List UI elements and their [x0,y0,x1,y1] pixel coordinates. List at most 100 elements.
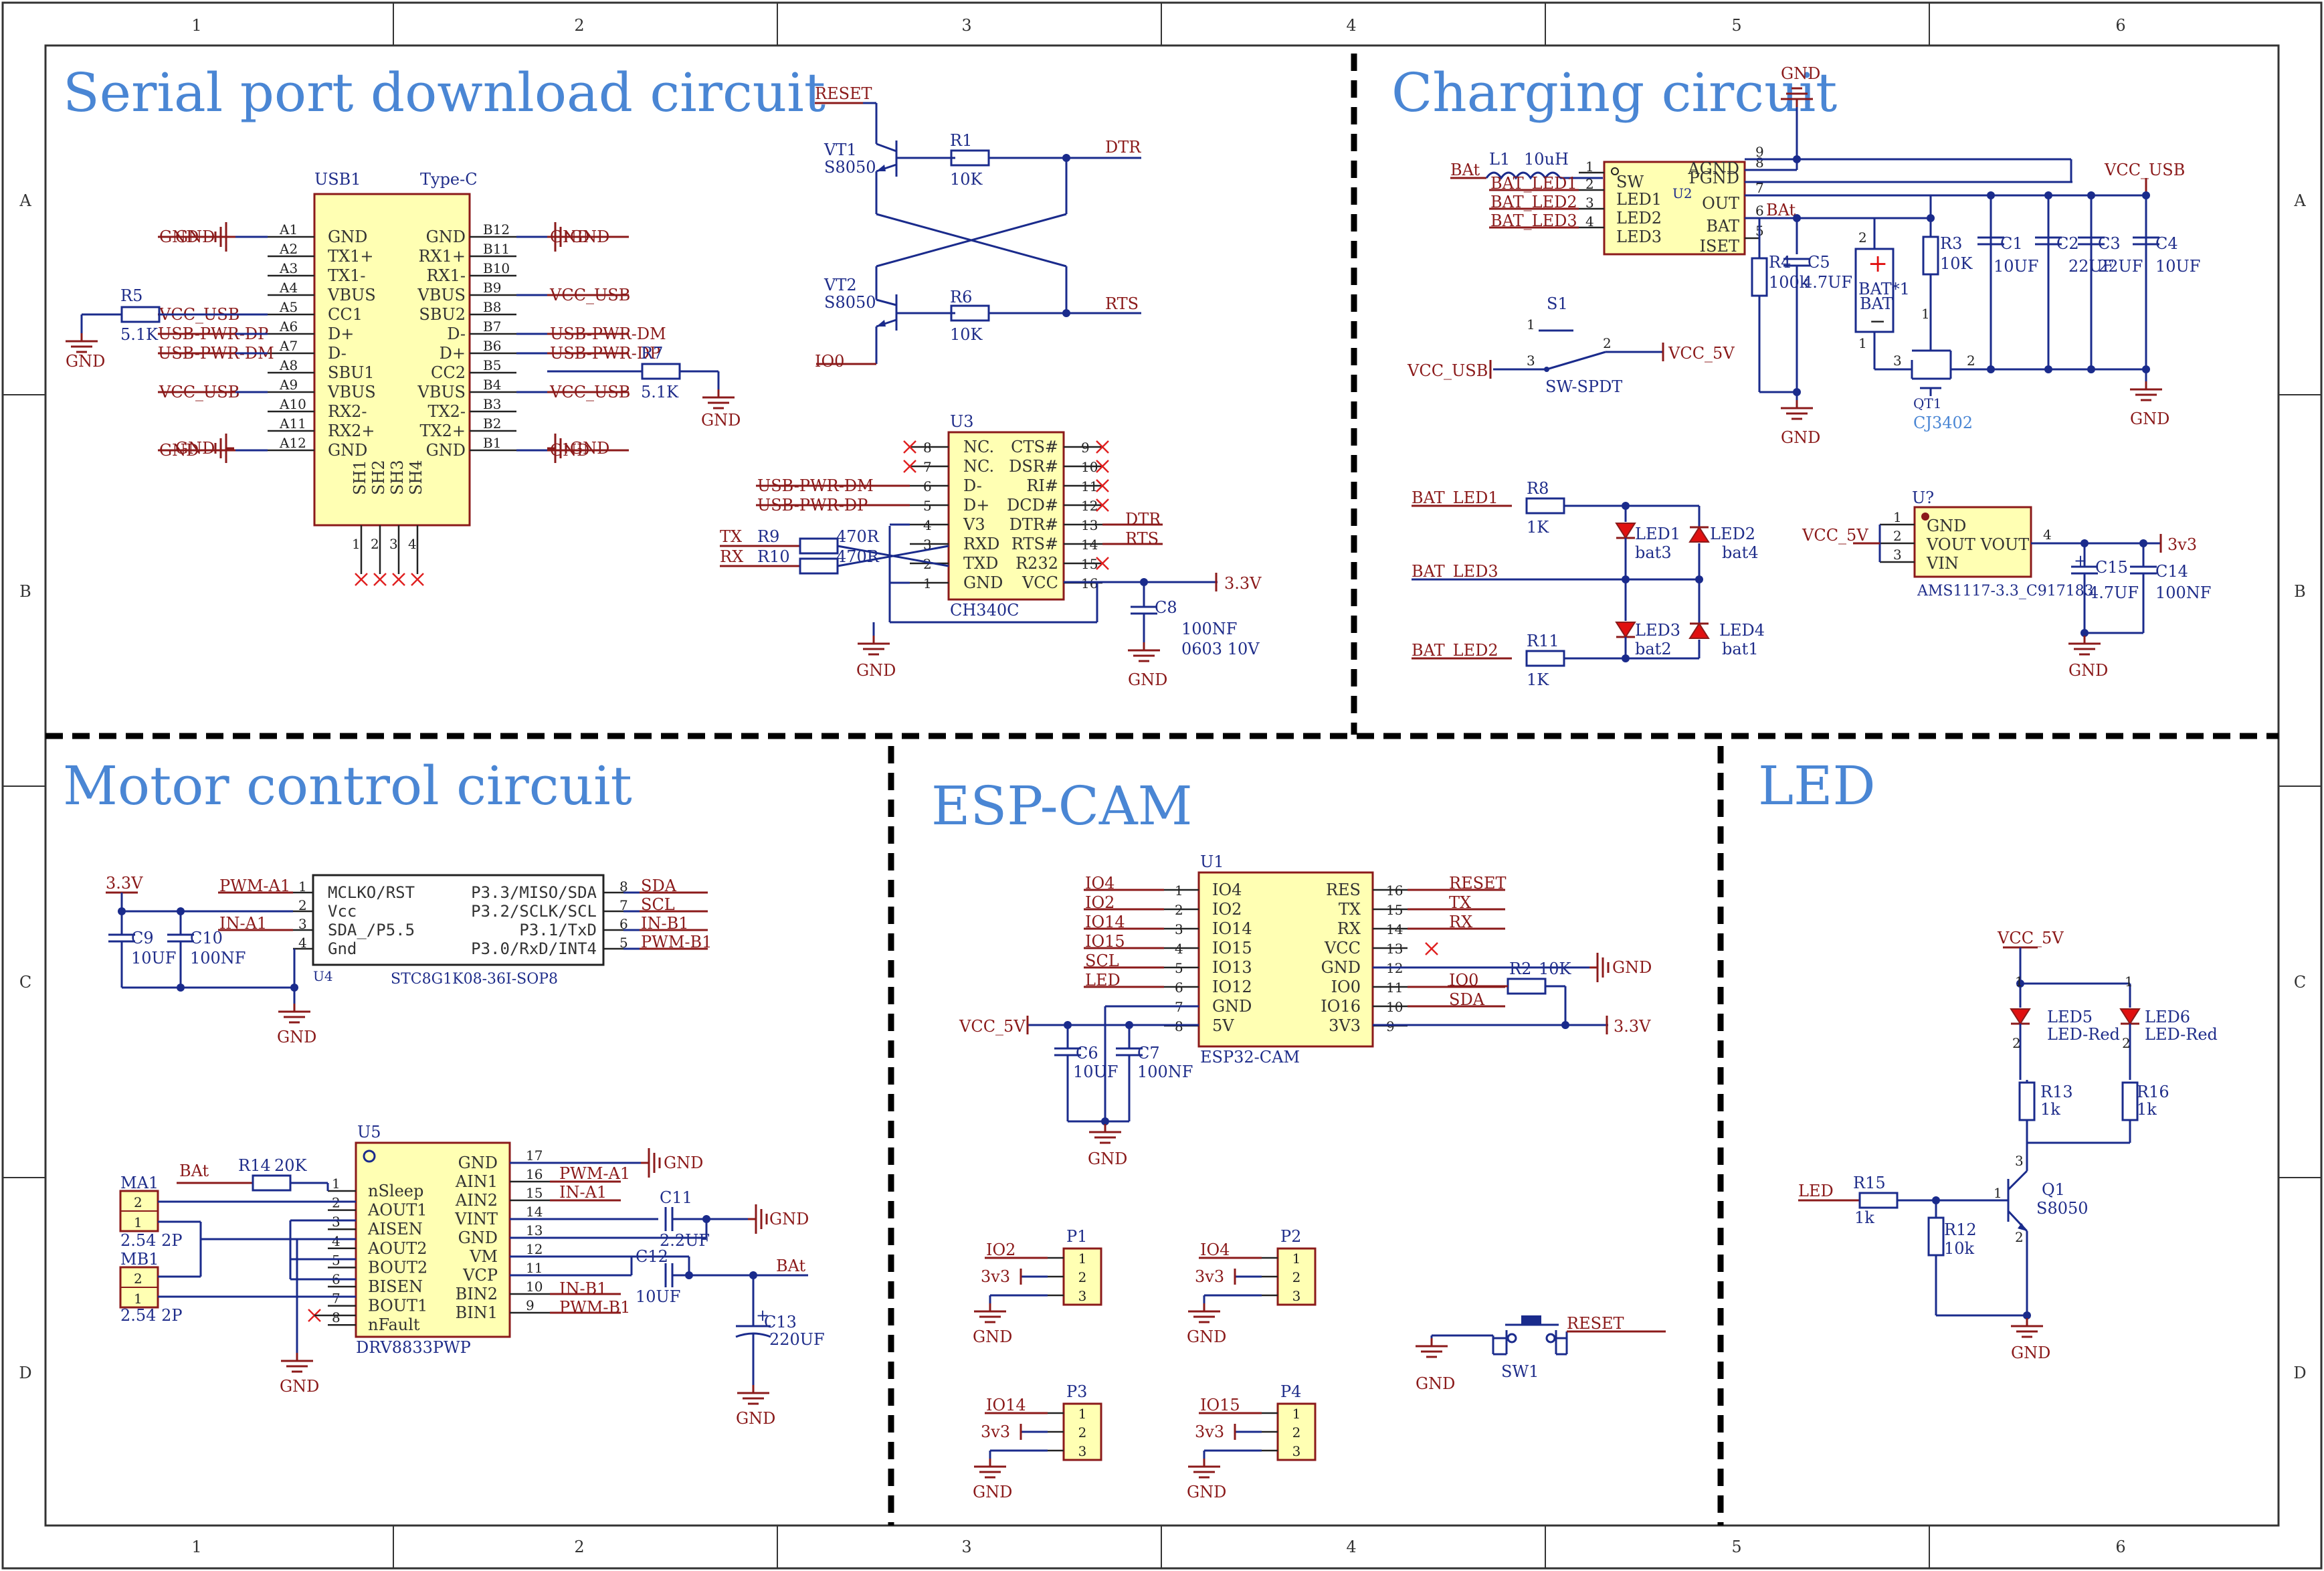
svg-text:1: 1 [1893,509,1902,525]
c2-val: 22UF [2068,257,2113,276]
usb1-pin-num: B3 [483,396,501,412]
net-bat: BAt [179,1162,209,1180]
usb1-pin-num: B7 [483,318,501,335]
c3-ref: C3 [2098,234,2121,253]
header-pin-num: 1 [1078,1406,1087,1422]
sw1-ref: SW1 [1501,1362,1539,1381]
bat1-plus: + [1868,250,1888,278]
net-gnd: GND [570,439,609,458]
bat1-ref: BAT*1 [1858,280,1910,298]
net-gnd: GND [66,352,105,371]
u2-net-label: BAT_LED2 [1490,193,1577,211]
ma1-ref: MA1 [120,1174,159,1192]
r15-val: 1k [1854,1208,1874,1227]
led-driver-circuit: VCC_5V LED5 LED-Red LED6 LED-Red R13 1k … [1798,929,2218,1362]
u3-pin-num: 8 [923,440,932,456]
header-net-label: IO14 [986,1396,1026,1414]
u3-pin-name: VCC [1022,573,1058,592]
u4-pin-name: MCLKO/RST [328,883,415,902]
u4-pin-name: P3.0/RxD/INT4 [471,939,597,958]
u1-pin-name: 3V3 [1329,1016,1361,1035]
c15-ref: C15 [2095,558,2128,577]
u3-pin-name: NC. [963,457,994,476]
u3-pin-name: RTS# [1011,535,1058,553]
u4-net-label: SDA [641,876,677,895]
u5-ref: U5 [357,1123,381,1141]
usb1-shield-num: 2 [371,536,379,552]
u1-pin-num: 6 [1175,980,1183,996]
c14-ref: C14 [2155,562,2188,581]
pin-headers: P1123IO23v3GNDP2123IO43v3GNDP3123IO143v3… [973,1227,1317,1501]
col-label: 6 [2115,16,2125,35]
u4-net-label: IN-B1 [641,914,689,933]
u5-pin-num: 10 [526,1279,543,1295]
charging-circuit: GND BAt L1 10uH U2 1SW2LED1BAT_LED13LED2… [1407,64,2200,447]
r8-val: 1K [1527,518,1549,537]
led1-ref: LED1 [1635,525,1680,543]
header-net-gnd: GND [1187,1327,1226,1346]
q1-ref: Q1 [2042,1180,2065,1199]
usb1-pin-num: A1 [279,221,298,238]
net-bat: BAt [776,1257,806,1275]
vt1-ref: VT1 [824,141,857,159]
led3-label: bat2 [1635,640,1672,658]
l1-val: 10uH [1524,150,1569,169]
u1-net-label: IO2 [1085,893,1115,912]
r9-ref: R9 [757,527,779,546]
u3-pin-name: NC. [963,438,994,456]
u5-right-pins: 17GND16AIN115AIN214VINT13GND12VM11VCP10B… [454,1147,621,1322]
net-ina1: IN-A1 [559,1183,607,1202]
u2-ref: U2 [1672,185,1692,201]
r3-ref: R3 [1940,234,1962,253]
u3-pin-name: DTR# [1009,515,1058,534]
r1-ref: R1 [950,131,972,150]
row-label: C [2294,973,2306,992]
usb1-pin-num: A8 [279,357,298,373]
u2-bat-net: BAt [1766,201,1796,219]
u5-pin-name: VCP [462,1266,498,1285]
usb1-shield-name: SH1 [351,460,369,495]
u1-pin-num: 1 [1175,883,1183,899]
u1-pin-num: 11 [1386,980,1403,996]
svg-text:2: 2 [1893,528,1902,544]
r11-ref: R11 [1527,632,1559,650]
usb1-pin-name: VBUS [327,383,376,401]
usb1-pin-name: D+ [328,325,354,343]
header-pin-num: 2 [1292,1269,1301,1285]
row-label: A [19,191,31,210]
l1-ref: L1 [1489,150,1510,169]
led4-label: bat1 [1722,640,1759,658]
net-3v3: 3.3V [106,874,143,893]
u4-net-label: IN-A1 [219,914,267,933]
u4-net-label: PWM-B1 [641,933,712,951]
u1-pin-num: 5 [1175,960,1183,976]
u3-pin-name: CTS# [1011,438,1058,456]
r5-val: 5.1K [120,325,159,344]
u2-pin-name: ISET [1700,237,1739,256]
net-rx: RX [720,547,743,566]
usb1-ref: USB1 [314,170,361,189]
bat1-minus: − [1869,310,1886,333]
usb1-shield-name: SH2 [369,460,388,495]
r2-ref: R2 [1509,959,1531,978]
u4-pin-num: 5 [619,935,628,951]
u3-pin-num: 5 [923,498,932,514]
u1-pin-name: IO4 [1212,881,1242,899]
c4-val: 10UF [2155,257,2200,276]
header-net-gnd: GND [1187,1483,1226,1501]
usb1-net-label: USB-PWR-DP [550,344,660,363]
r6-ref: R6 [950,288,972,306]
u2-pin-name: LED2 [1616,209,1662,227]
col-label: 2 [574,1538,584,1556]
usb1-shield-num: 3 [389,536,398,552]
net-gnd: GND [2011,1344,2050,1362]
col-label: 3 [961,1538,971,1556]
u3-right-pins: 9CTS#10DSR#11RI#12DCD#13DTR#DTR14RTS#RTS… [1007,438,1163,592]
u1-pin-num: 15 [1386,902,1403,918]
header-pin-num: 1 [1292,1406,1301,1422]
header-pin-num: 2 [1292,1424,1301,1441]
usb1-pin-name: CC1 [328,305,363,324]
u2-left-pins: 1SW2LED1BAT_LED13LED2BAT_LED24LED3BAT_LE… [1489,159,1662,246]
